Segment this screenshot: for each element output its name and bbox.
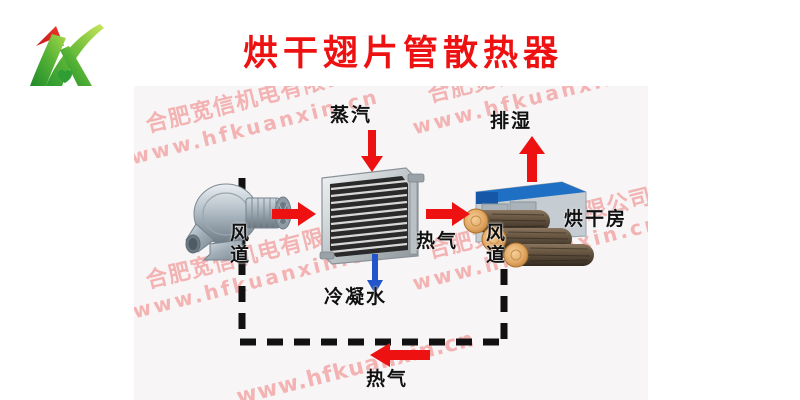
- label-hot-air-inlet: 热气: [416, 230, 459, 252]
- page-title: 烘干翅片管散热器: [242, 34, 563, 74]
- label-exhaust-moisture: 排湿: [490, 110, 533, 132]
- arrow-heat-exchanger-to-drying-room: [426, 200, 470, 232]
- arrow-fan-to-heat-exchanger: [272, 200, 316, 232]
- arrow-steam-inlet: [360, 130, 384, 176]
- arrow-condensate-outlet: [366, 254, 384, 298]
- label-steam: 蒸汽: [330, 104, 373, 126]
- label-air-duct-left-char1: 风: [230, 222, 252, 244]
- label-air-duct-right-char2: 道: [486, 244, 508, 266]
- label-air-duct-left: 风 道: [230, 222, 250, 266]
- label-air-duct-right-char1: 风: [486, 222, 508, 244]
- label-air-duct-left-char2: 道: [230, 244, 252, 266]
- watermark-url: www.hfkuanxin.cn: [234, 326, 478, 400]
- drying-room-icon: [458, 170, 598, 268]
- kuanxin-logo-icon: [22, 16, 108, 94]
- label-hot-air-return: 热气: [366, 368, 409, 390]
- watermark-url: www.hfkuanxin.cn: [134, 86, 382, 170]
- label-drying-room: 烘干房: [564, 208, 628, 230]
- finned-tube-heat-exchanger-icon: [318, 160, 426, 270]
- arrow-exhaust-moisture: [518, 136, 546, 186]
- watermark-company: 合肥宽信机电有限公司: [424, 86, 648, 109]
- centrifugal-blower-icon: [184, 174, 302, 264]
- arrow-return-hot-air: [370, 342, 430, 372]
- label-air-duct-right: 风 道: [486, 222, 506, 266]
- label-condensate-water: 冷凝水: [324, 286, 388, 308]
- process-diagram: 合肥宽信机电有限公司 www.hfkuanxin.cn 合肥宽信机电有限公司 w…: [134, 86, 648, 400]
